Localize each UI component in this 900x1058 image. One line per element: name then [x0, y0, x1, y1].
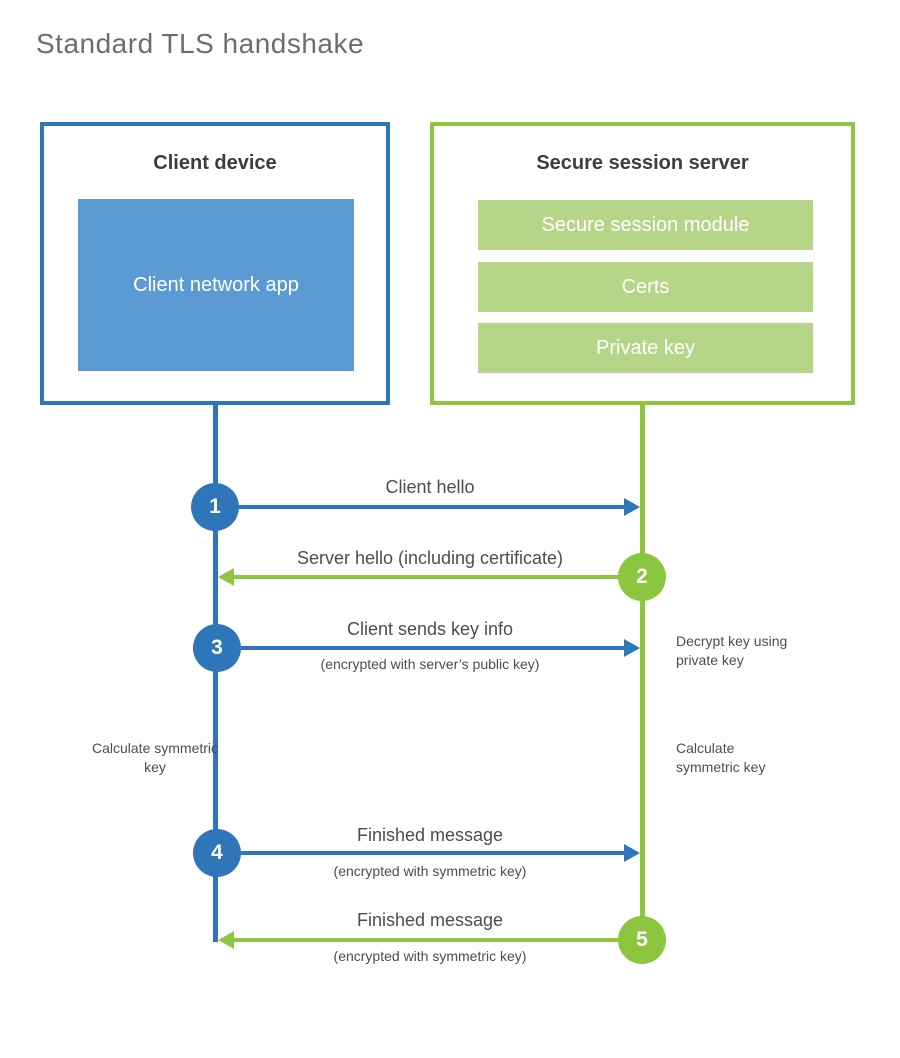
note-decrypt-key: Decrypt key using private key: [676, 633, 788, 668]
client-network-app-box: Client network app: [78, 199, 354, 371]
step-5-sublabel: (encrypted with symmetric key): [333, 948, 527, 964]
step-1-arrow: [239, 505, 627, 509]
step-3-sublabel: (encrypted with server’s public key): [320, 656, 540, 672]
client-device-title: Client device: [153, 152, 277, 174]
step-5-arrow: [233, 938, 618, 942]
step-4-arrowhead-icon: [624, 844, 640, 862]
step-3-arrowhead-icon: [624, 639, 640, 657]
client-lifeline: [213, 405, 218, 942]
server-box: Secure session server Secure session mod…: [430, 122, 855, 405]
server-module-secure-session: Secure session module: [478, 200, 813, 250]
step-5-arrowhead-icon: [218, 931, 234, 949]
client-device-box: Client device Client network app: [40, 122, 390, 405]
step-1-label: Client hello: [385, 477, 475, 497]
step-4-label: Finished message: [356, 825, 504, 845]
step-1-arrowhead-icon: [624, 498, 640, 516]
server-module-private-key: Private key: [478, 323, 813, 373]
step-4-number: 4: [211, 841, 223, 864]
step-4-circle: 4: [193, 829, 241, 877]
step-3-number: 3: [211, 636, 223, 659]
server-lifeline: [640, 405, 645, 942]
client-network-app-label: Client network app: [133, 274, 299, 296]
step-4-sublabel: (encrypted with symmetric key): [333, 863, 527, 879]
note-calculate-symmetric-right: Calculate symmetric key: [676, 740, 766, 775]
step-5-number: 5: [636, 928, 648, 951]
step-2-number: 2: [636, 565, 648, 588]
step-1-number: 1: [209, 495, 221, 518]
page-title: Standard TLS handshake: [36, 28, 365, 59]
note-calculate-symmetric-left: Calculate symmetric key: [91, 740, 219, 775]
server-title: Secure session server: [536, 152, 749, 174]
step-2-arrowhead-icon: [218, 568, 234, 586]
step-1-circle: 1: [191, 483, 239, 531]
step-2-label: Server hello (including certificate): [296, 548, 564, 568]
step-4-arrow: [241, 851, 627, 855]
step-5-circle: 5: [618, 916, 666, 964]
server-module-certs: Certs: [478, 262, 813, 312]
step-3-circle: 3: [193, 624, 241, 672]
step-3-arrow: [241, 646, 627, 650]
step-3-label: Client sends key info: [346, 619, 514, 639]
step-5-label: Finished message: [356, 910, 504, 930]
step-2-circle: 2: [618, 553, 666, 601]
step-2-arrow: [233, 575, 618, 579]
